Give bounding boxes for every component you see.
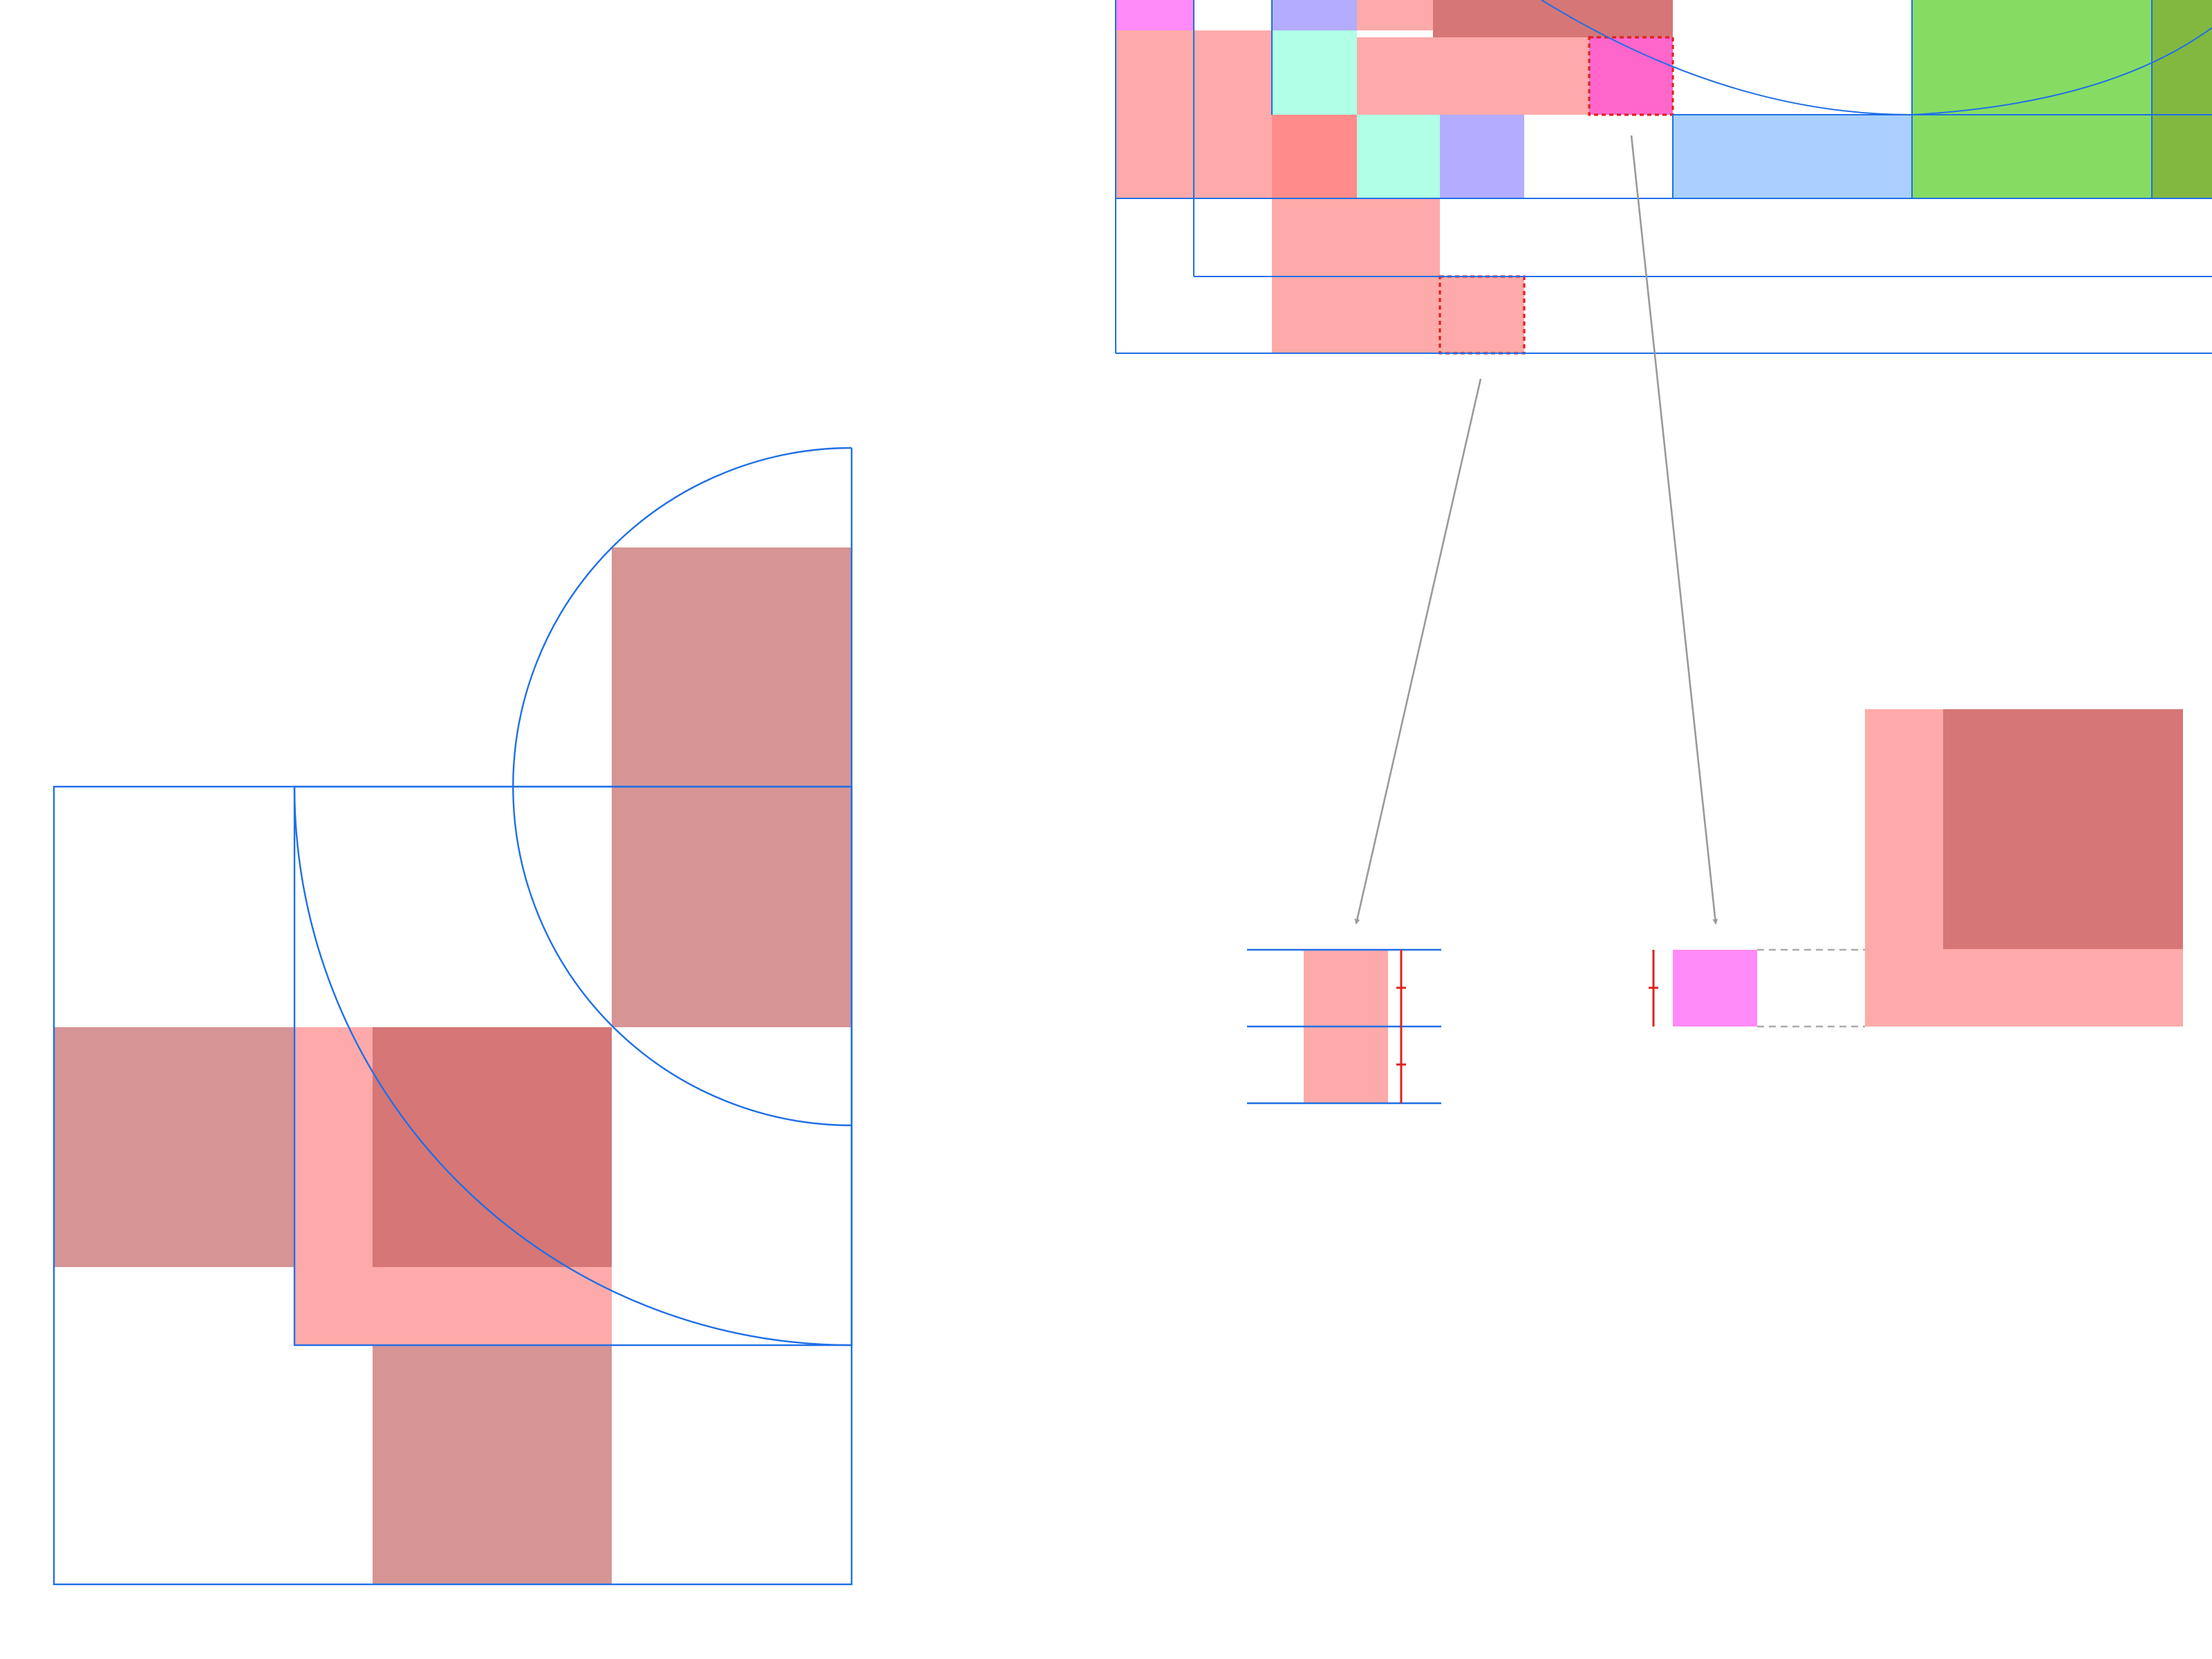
arrow-to-magenta-detail <box>1630 135 1718 925</box>
detail-magenta-alignment <box>1649 709 2183 1028</box>
tile-magenta-selected[interactable] <box>1589 37 1673 115</box>
detail-dark-rose-square <box>1943 709 2183 949</box>
tile-pink-selected[interactable] <box>1440 276 1524 353</box>
rose-block-left <box>54 1027 294 1267</box>
tile-dark-rose-top <box>1433 0 1673 37</box>
arrow-to-pink-detail <box>1354 378 1482 925</box>
semicircle-arc <box>512 447 852 1127</box>
top-mosaic <box>1115 0 2212 355</box>
tile-pink-band <box>1357 37 1589 115</box>
tile-lavender-top <box>1272 0 1357 30</box>
detail-pink-tile-lower <box>1304 1027 1388 1103</box>
tile-salmon <box>1272 115 1357 198</box>
left-composition <box>53 447 853 1586</box>
detail-magenta-tile <box>1673 950 1757 1027</box>
connector-arrows <box>1354 135 1718 925</box>
tile-sky <box>1673 115 1912 198</box>
inner-frame <box>293 785 853 1347</box>
guide-arc-top <box>1541 0 2212 116</box>
tile-lavender-bottom <box>1440 115 1524 198</box>
tile-magenta-light <box>1116 0 1194 30</box>
rose-block-bottom <box>373 1345 612 1584</box>
quarter-arc <box>293 786 852 1347</box>
tile-pink-top <box>1357 0 1433 30</box>
detail-pink-tile-upper <box>1304 950 1388 1027</box>
tile-mint-top <box>1272 30 1357 115</box>
detail-pink-spacing <box>1247 948 1441 1105</box>
dark-rose-center-block <box>373 1027 612 1267</box>
tile-magenta-selection-outline <box>1588 36 1674 116</box>
tile-green <box>1912 0 2152 198</box>
tile-olive-green <box>2152 0 2212 198</box>
tile-mint-bottom <box>1357 115 1440 198</box>
